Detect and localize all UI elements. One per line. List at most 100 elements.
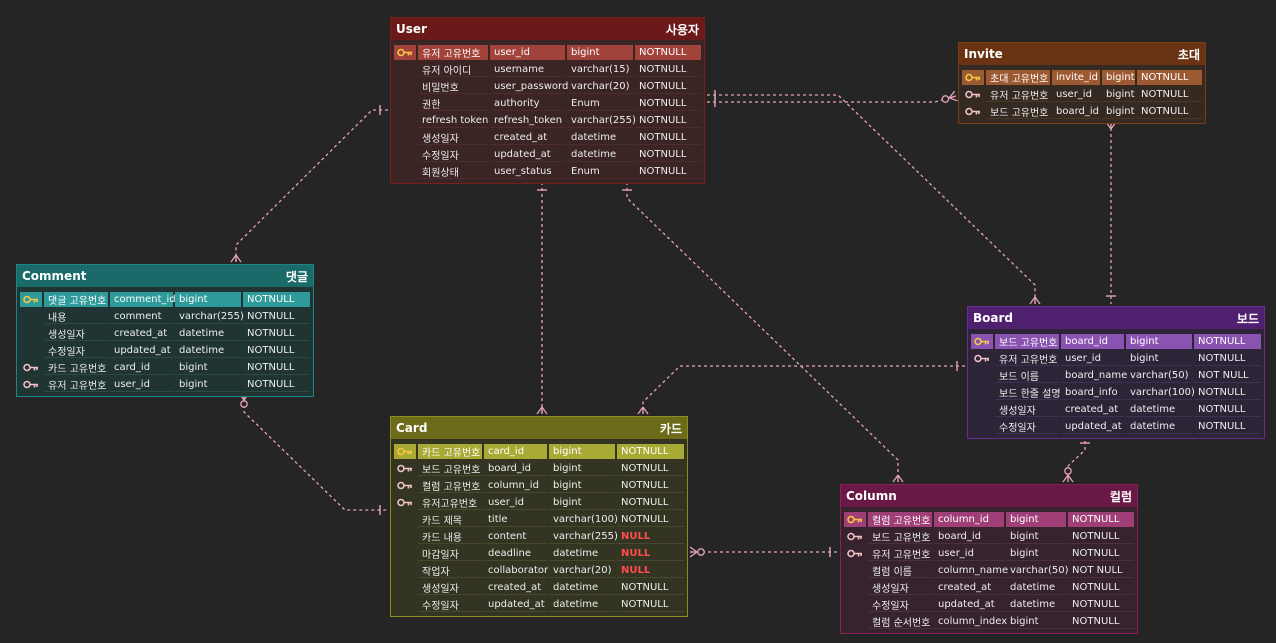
field-column-name: authority <box>490 96 565 111</box>
field-korean-name: 유저고유번호 <box>418 495 482 510</box>
field-nullability: NOTNULL <box>617 495 684 510</box>
rel-user-card[interactable] <box>536 182 548 415</box>
entity-header[interactable]: Invite 초대 <box>959 43 1205 65</box>
field-nullability: NULL <box>617 563 684 578</box>
field-korean-name: 카드 제목 <box>418 512 482 527</box>
rel-user-board[interactable] <box>707 90 1041 305</box>
field-korean-name: 회원상태 <box>418 164 488 179</box>
field-data-type: datetime <box>175 326 241 341</box>
entity-header[interactable]: User 사용자 <box>391 18 704 40</box>
field-korean-name: 컬럼 이름 <box>868 563 932 578</box>
entity-name: Invite <box>964 47 1003 61</box>
rel-invite-board[interactable] <box>1105 121 1117 304</box>
field-korean-name: 생성일자 <box>418 130 488 145</box>
primary-key-icon <box>394 45 416 60</box>
field-column-name: column_id <box>934 512 1004 527</box>
field-data-type: varchar(255) <box>567 113 636 128</box>
field-column-name: refresh_token <box>490 113 565 128</box>
entity-label: 사용자 <box>665 22 699 37</box>
entity-header[interactable]: Column 컬럼 <box>841 485 1137 507</box>
field-korean-name: 수정일자 <box>868 597 932 612</box>
field-korean-name: 마감일자 <box>418 546 482 561</box>
field-nullability: NOTNULL <box>243 343 310 358</box>
blank-key-slot <box>394 96 416 111</box>
rel-user-comment[interactable] <box>230 105 388 263</box>
field-nullability: NOTNULL <box>1194 402 1261 417</box>
field-column-name: card_id <box>110 360 173 375</box>
rel-card-column[interactable] <box>689 546 838 558</box>
foreign-key-icon <box>394 478 416 493</box>
rel-user-column[interactable] <box>622 182 904 483</box>
field-column-name: created_at <box>490 130 565 145</box>
rel-user-invite[interactable] <box>707 90 958 107</box>
entity-header[interactable]: Board 보드 <box>968 307 1264 329</box>
field-nullability: NOTNULL <box>1194 334 1261 349</box>
field-nullability: NOTNULL <box>1137 70 1202 85</box>
field-nullability: NOTNULL <box>617 597 684 612</box>
rel-board-column[interactable] <box>1062 435 1090 483</box>
blank-key-slot <box>971 402 993 417</box>
field-data-type: datetime <box>549 580 615 595</box>
field-column-name: invite_id <box>1052 70 1100 85</box>
field-data-type: varchar(20) <box>567 79 633 94</box>
entity-label: 댓글 <box>285 269 308 284</box>
field-nullability: NOT NULL <box>1068 563 1134 578</box>
entity-header[interactable]: Card 카드 <box>391 417 687 439</box>
rel-board-card[interactable] <box>637 361 965 415</box>
blank-key-slot <box>20 343 42 358</box>
field-nullability: NOTNULL <box>617 461 684 476</box>
field-column-name: user_id <box>110 377 173 392</box>
rel-comment-card[interactable] <box>238 392 388 515</box>
entity-header[interactable]: Comment 댓글 <box>17 265 313 287</box>
field-column-name: user_id <box>934 546 1004 561</box>
field-column-name: updated_at <box>1061 419 1124 434</box>
